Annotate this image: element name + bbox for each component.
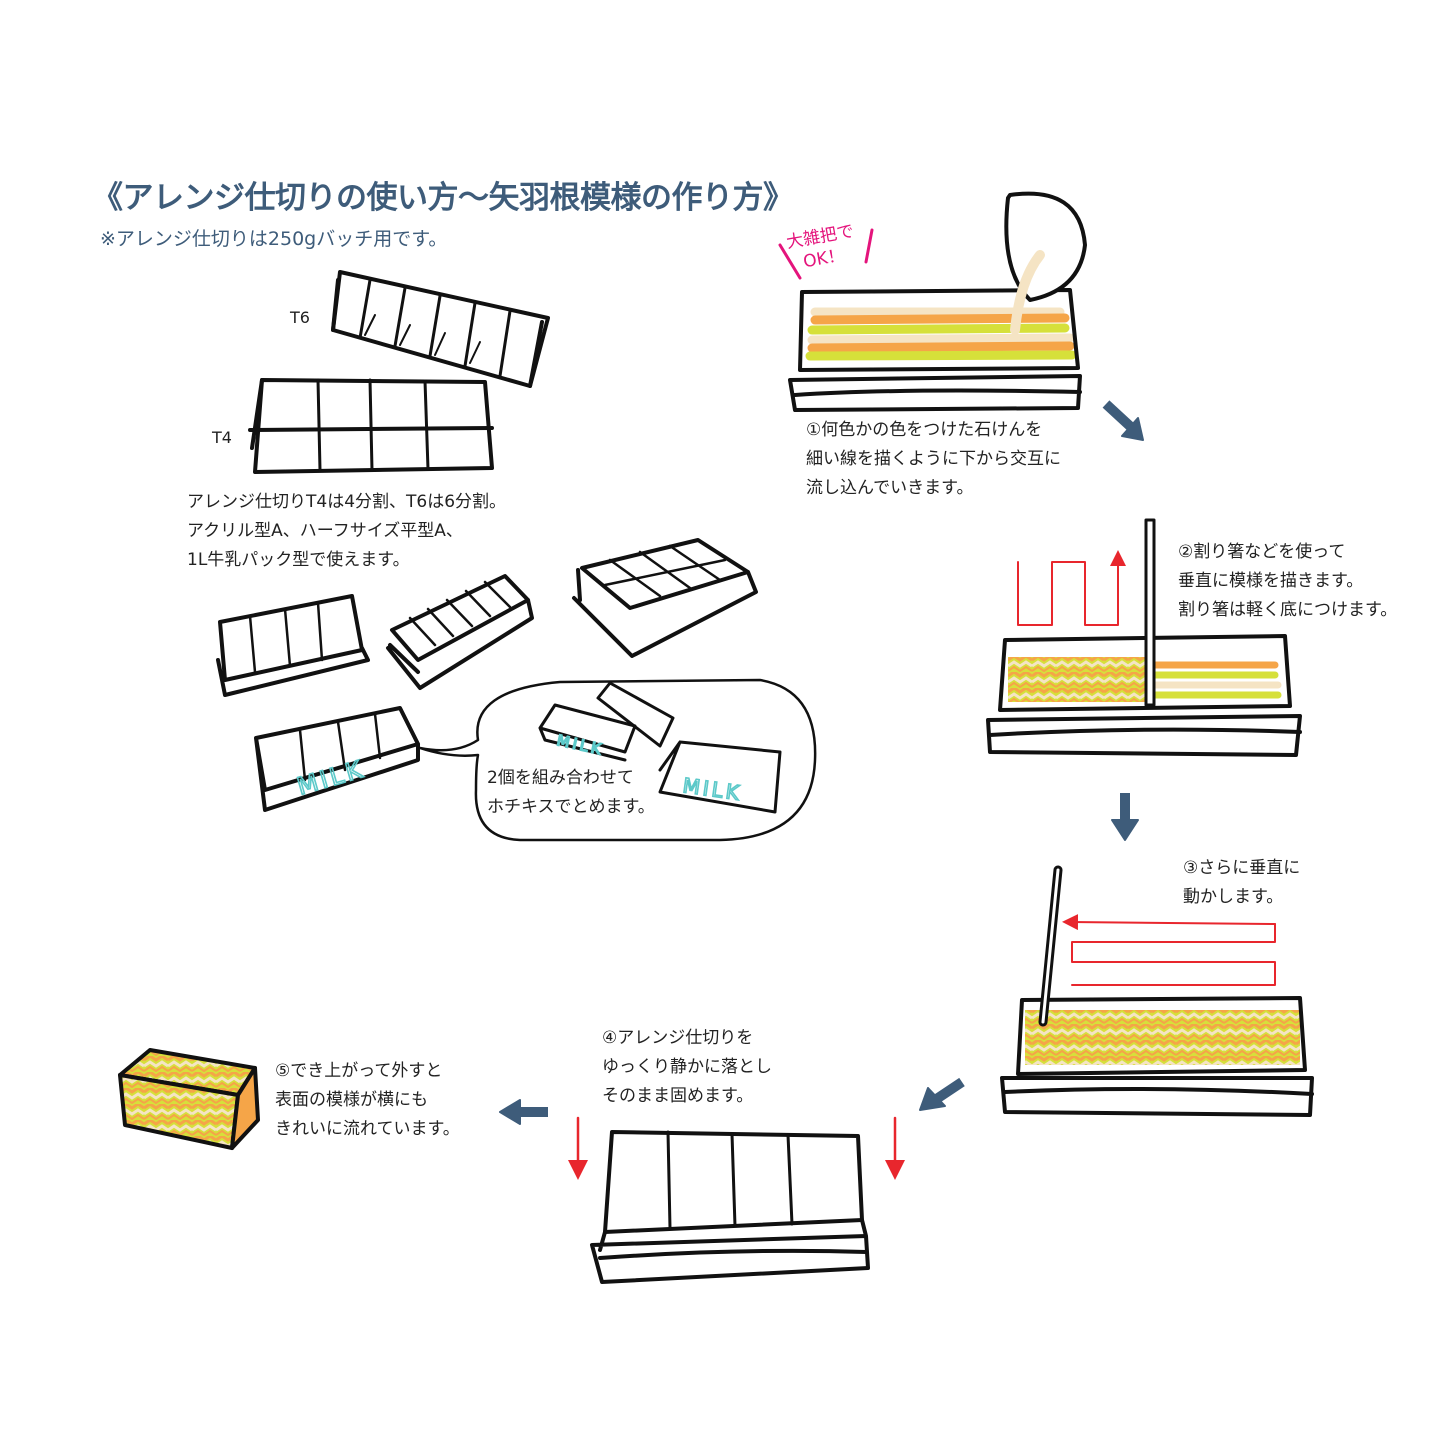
half-size-mold-drawing [386, 574, 534, 690]
step1-mold [778, 191, 1087, 412]
step-5-text: ⑤でき上がって外すと 表面の模様が横にも きれいに流れています。 [275, 1061, 460, 1139]
speech-bubble [418, 678, 817, 842]
step-1-text: ①何色かの色をつけた石けんを 細い線を描くように下から交互に 流し込んでいきます… [806, 420, 1061, 498]
flat-mold-drawing [572, 538, 758, 658]
step4-mold [568, 1116, 905, 1284]
arrow-down-left-icon [932, 1077, 965, 1105]
finished-soap-drawing [118, 1048, 260, 1150]
step2-mold [986, 518, 1302, 757]
milk-label: MILK [681, 773, 743, 805]
arrow-down-right-icon [1102, 400, 1136, 432]
milk-label: MILK [555, 731, 605, 758]
step-4-text: ④アレンジ仕切りを ゆっくり静かに落とし そのまま固めます。 [602, 1028, 772, 1106]
bubble-text: 2個を組み合わせて ホチキスでとめます。 [487, 768, 655, 817]
t6-divider-drawing [331, 270, 550, 388]
vertical-motion-path [1017, 550, 1126, 626]
subtitle-note: ※アレンジ仕切りは250gバッチ用です。 [100, 228, 448, 250]
intro-text: アレンジ仕切りT4は4分割、T6は6分割。 アクリル型A、ハーフサイズ平型A、 … [187, 492, 507, 570]
milk-label: MILK [294, 755, 368, 801]
joined-carton-drawing [538, 681, 782, 814]
milk-carton-drawing [254, 706, 420, 812]
step3-mold [1000, 865, 1314, 1117]
horizontal-motion-path [1071, 923, 1276, 986]
page-title: 《アレンジ仕切りの使い方～矢羽根模様の作り方》 [92, 180, 794, 216]
step-2-text: ②割り箸などを使って 垂直に模様を描きます。 割り箸は軽く底につけます。 [1178, 542, 1398, 620]
step-3-text: ③さらに垂直に 動かします。 [1183, 858, 1301, 907]
t4-divider-drawing [248, 378, 494, 474]
acrylic-mold-drawing [216, 594, 370, 697]
t6-label: T6 [290, 308, 310, 327]
t4-label: T4 [212, 428, 232, 447]
